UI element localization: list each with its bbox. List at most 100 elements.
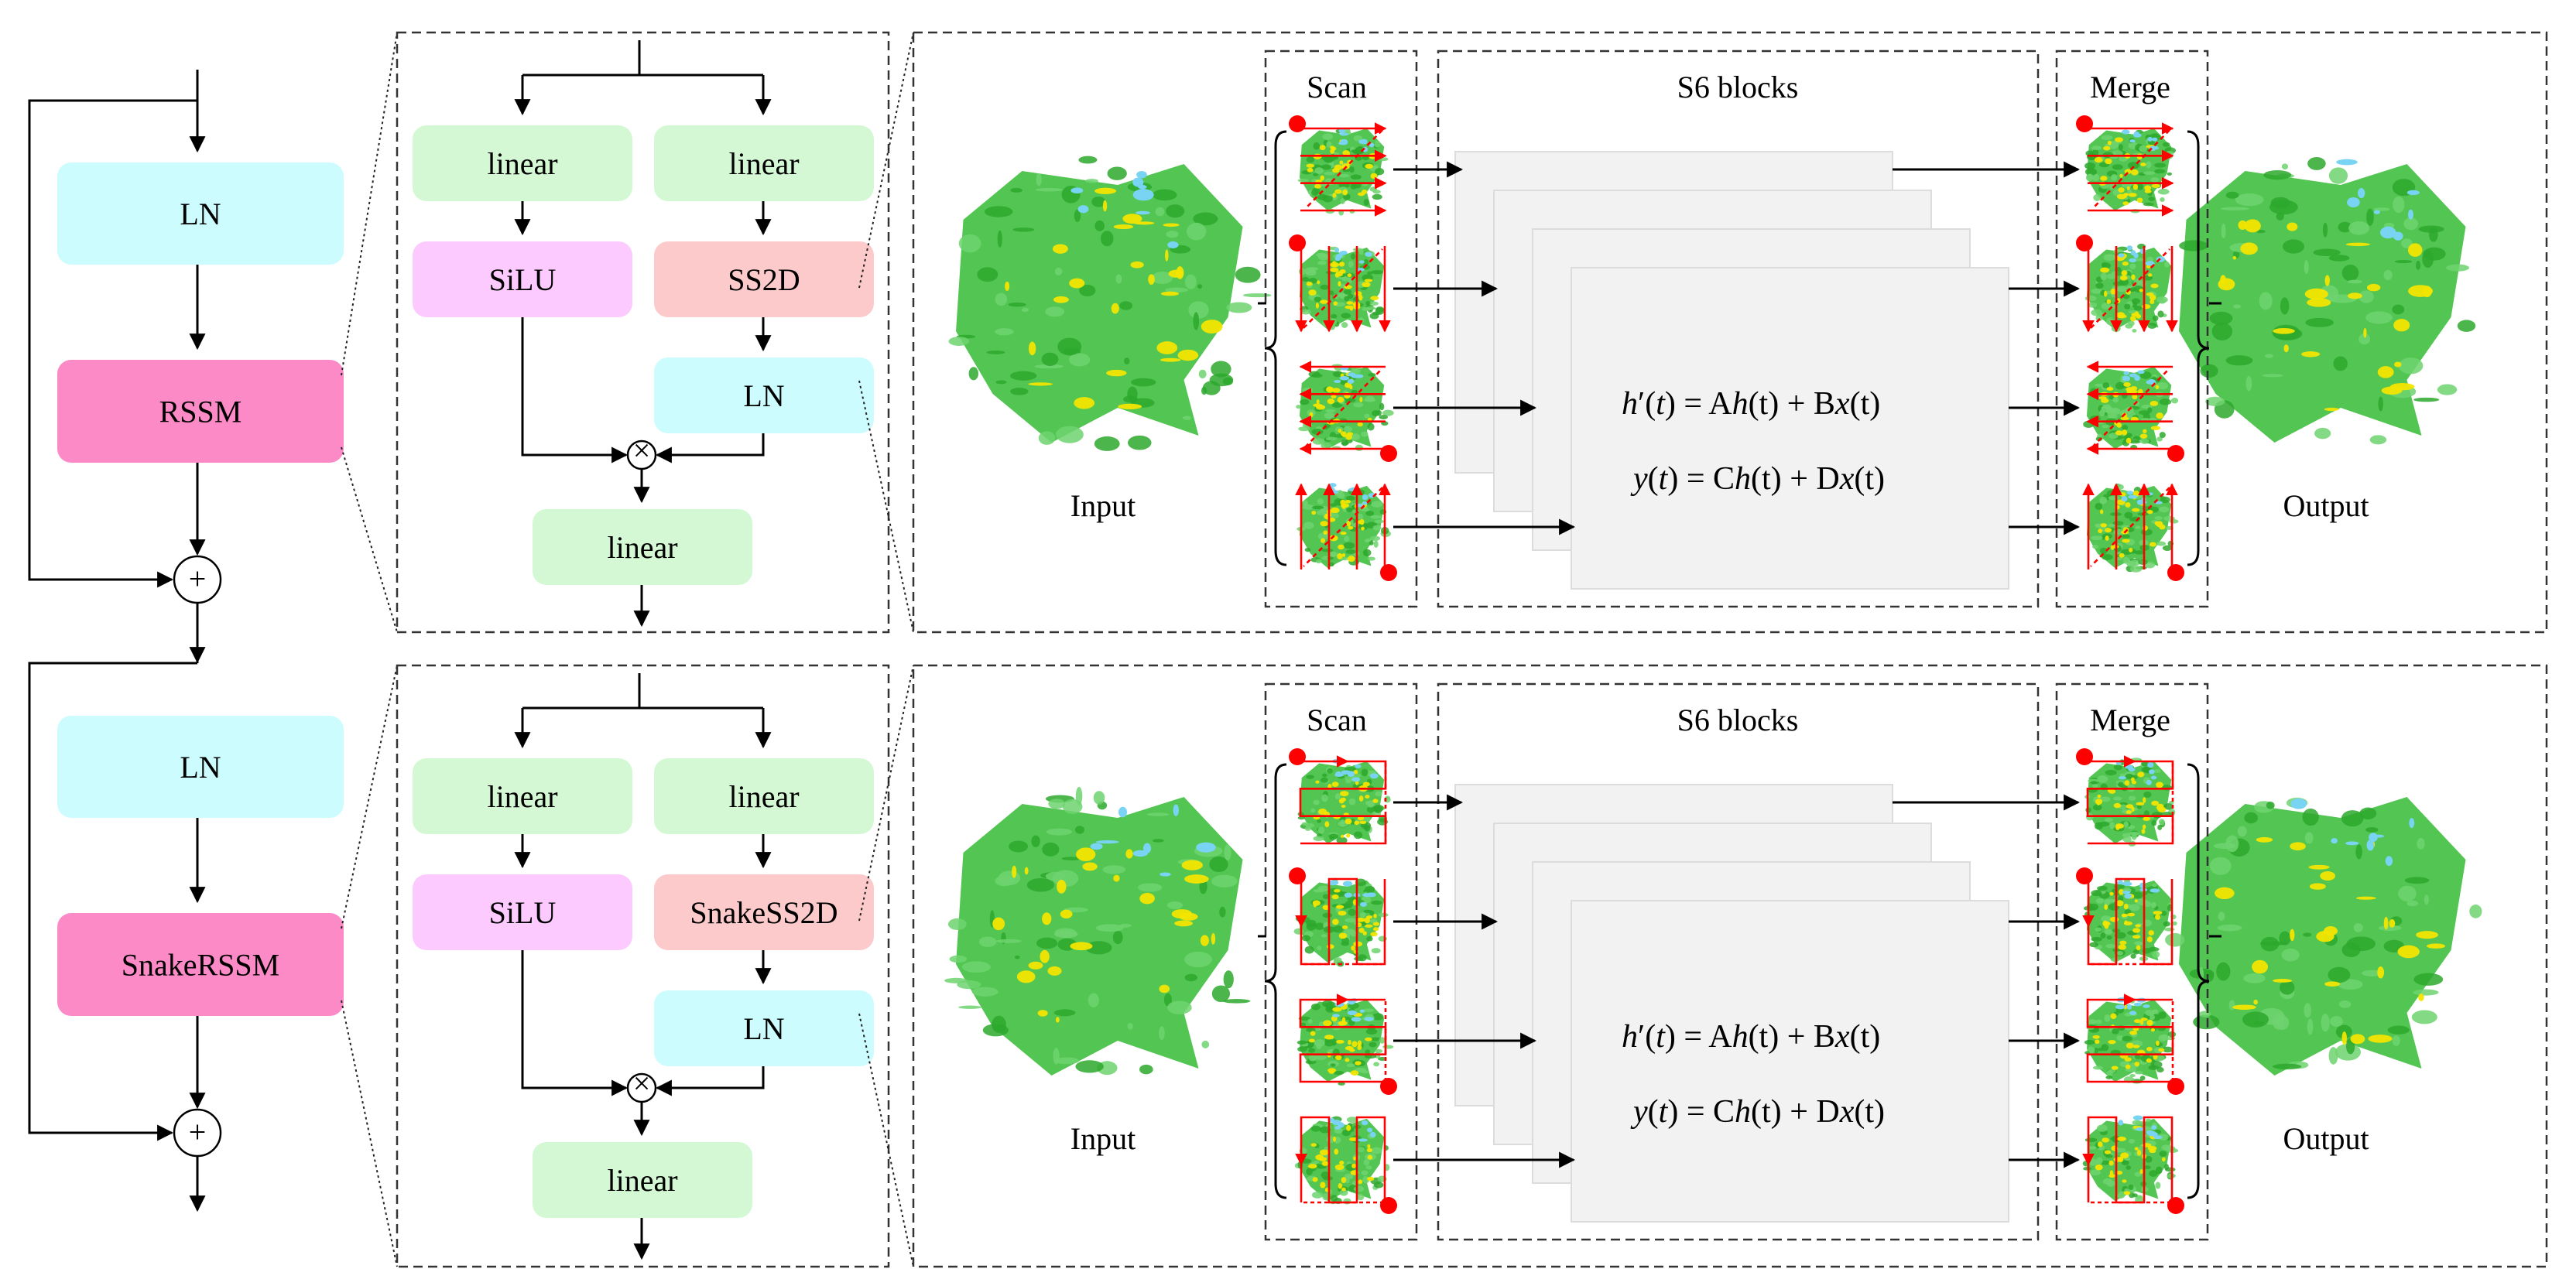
output-equation-plus: + D <box>1782 1094 1840 1130</box>
radar-echo-strong <box>1148 274 1155 285</box>
radar-echo-strong <box>2113 1157 2123 1162</box>
radar-echo-strong <box>1364 279 1373 282</box>
radar-echo <box>1365 801 1372 805</box>
radar-echo <box>1373 540 1379 548</box>
radar-echo <box>1328 552 1336 558</box>
input-label: Input <box>1070 488 1136 523</box>
radar-echo <box>1321 794 1328 802</box>
snake-scan-path <box>1300 1116 1386 1204</box>
radar-echo <box>1371 1037 1382 1041</box>
radar-echo <box>2150 1061 2163 1069</box>
radar-echo-strong <box>1340 431 1347 436</box>
radar-echo <box>1036 173 1042 186</box>
radar-echo <box>1375 791 1382 797</box>
radar-echo <box>1151 272 1173 284</box>
radar-echo <box>2164 1145 2176 1151</box>
radar-echo-strong <box>1357 192 1365 197</box>
radar-echo-weak <box>1173 804 1180 816</box>
radar-echo-strong <box>2142 824 2146 829</box>
radar-echo <box>2160 496 2170 504</box>
radar-echo-strong <box>2126 388 2132 395</box>
output-equation-lhs-fn: y <box>1630 1094 1648 1130</box>
radar-echo <box>2167 172 2172 176</box>
radar-echo-strong <box>2149 542 2156 547</box>
radar-echo-weak <box>2143 1004 2150 1008</box>
radar-echo <box>2095 822 2103 830</box>
multiply-node-icon: × <box>626 433 657 470</box>
radar-echo <box>1119 923 1132 928</box>
radar-echo-weak <box>1360 139 1368 145</box>
radar-echo <box>1375 168 1385 176</box>
radar-echo <box>1345 495 1355 501</box>
radar-echo-strong <box>2397 945 2420 959</box>
radar-echo-strong <box>1313 902 1317 908</box>
radar-echo <box>1372 190 1381 194</box>
radar-echo-strong <box>2126 186 2130 190</box>
radar-echo <box>1368 373 1376 377</box>
radar-echo-strong <box>1102 200 1108 212</box>
radar-echo <box>2164 262 2170 268</box>
radar-echo <box>1362 306 1372 311</box>
radar-echo <box>2091 309 2102 316</box>
linear-box-left-label: linear <box>487 779 557 814</box>
radar-echo <box>2150 1014 2155 1021</box>
radar-echo <box>2272 1063 2302 1070</box>
radar-echo <box>1347 896 1355 902</box>
s6-block-panel <box>1571 900 2009 1223</box>
radar-echo <box>2279 931 2291 946</box>
radar-echo-strong <box>1345 1058 1350 1062</box>
radar-echo <box>2121 1160 2129 1166</box>
radar-echo <box>1308 1055 1317 1062</box>
radar-echo-strong <box>1341 1017 1346 1023</box>
radar-echo <box>1303 522 1314 529</box>
radar-echo <box>2348 221 2370 235</box>
radar-echo <box>2105 817 2114 823</box>
radar-echo-weak <box>2147 136 2153 142</box>
radar-echo <box>961 961 991 973</box>
radar-echo <box>1347 293 1354 299</box>
radar-echo-strong <box>1345 833 1351 838</box>
state-equation-t2: (t) <box>1850 1019 1881 1055</box>
radar-echo <box>2328 255 2350 262</box>
radar-echo-strong <box>2098 528 2103 534</box>
radar-echo <box>1311 189 1319 196</box>
radar-echo-strong <box>2136 802 2145 806</box>
radar-echo <box>1341 322 1348 328</box>
radar-echo <box>1045 306 1065 317</box>
radar-echo-strong <box>2273 328 2295 334</box>
radar-echo <box>2101 536 2106 540</box>
radar-echo-weak <box>1118 806 1128 818</box>
radar-echo <box>1379 1037 1386 1044</box>
radar-echo <box>2133 941 2143 945</box>
radar-echo <box>1379 415 1389 419</box>
radar-echo-strong <box>1323 1020 1332 1027</box>
radar-echo <box>2179 240 2208 251</box>
radar-echo <box>1373 1182 1384 1189</box>
radar-echo-strong <box>2141 829 2146 834</box>
radar-echo <box>995 328 1014 336</box>
radar-echo <box>1353 831 1363 840</box>
radar-echo <box>1368 540 1374 546</box>
output-equation-t1: (t) <box>1751 461 1782 497</box>
radar-echo-strong <box>2132 183 2139 190</box>
radar-echo <box>944 977 968 983</box>
radar-echo <box>1343 542 1355 549</box>
radar-echo-strong <box>1028 341 1036 356</box>
radar-echo-strong <box>1005 281 1010 291</box>
radar-echo <box>947 918 967 930</box>
radar-echo <box>982 1024 1009 1037</box>
state-equation-prime: ′ <box>1638 1019 1645 1055</box>
radar-echo <box>1375 1048 1383 1053</box>
scan-direction-icon <box>2076 867 2177 966</box>
radar-echo <box>2158 1011 2167 1019</box>
radar-echo <box>2101 135 2113 141</box>
radar-echo-strong <box>2143 816 2150 821</box>
radar-echo <box>2136 804 2142 809</box>
radar-echo <box>1293 928 1304 935</box>
radar-echo-strong <box>2105 158 2112 165</box>
radar-echo <box>2134 1171 2142 1177</box>
radar-echo-weak <box>2121 129 2130 135</box>
radar-echo-strong <box>1134 221 1155 225</box>
radar-echo <box>1341 937 1349 944</box>
add-node-icon: + <box>173 555 222 604</box>
